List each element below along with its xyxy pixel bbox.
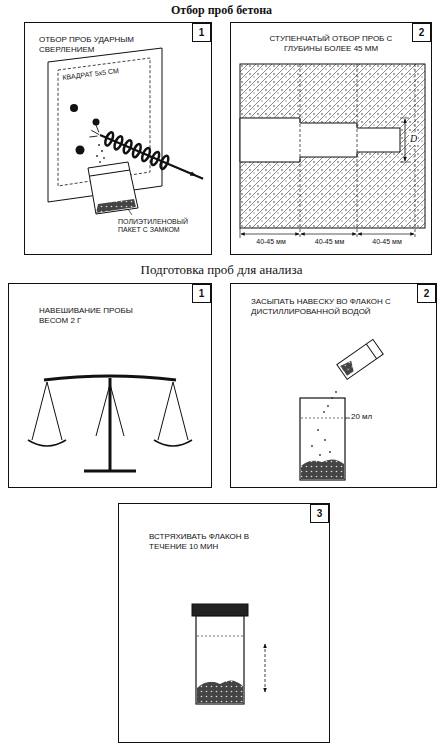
callout-number-box: 1 bbox=[192, 23, 211, 42]
dimension-label: 40-45 мм bbox=[358, 238, 416, 246]
section-title: Отбор проб бетона bbox=[0, 3, 443, 17]
dimension-label: 40-45 мм bbox=[300, 238, 359, 246]
callout-number-box: 2 bbox=[417, 284, 436, 303]
callout-number-box: 3 bbox=[310, 504, 329, 523]
callout-number-box: 1 bbox=[192, 284, 211, 303]
callout-number: 2 bbox=[419, 28, 425, 38]
vial-shake-figure bbox=[192, 604, 265, 704]
dimension-label: D bbox=[409, 133, 418, 145]
step-caption: НАВЕШИВАНИЕ ПРОБЫ ВЕСОМ 2 Г bbox=[39, 306, 149, 326]
step-caption: СТУПЕНЧАТЫЙ ОТБОР ПРОБ С ГЛУБИНЫ БОЛЕЕ 4… bbox=[255, 34, 407, 54]
step-panel: НАВЕШИВАНИЕ ПРОБЫ ВЕСОМ 2 Г 1 bbox=[8, 283, 212, 488]
callout-number: 1 bbox=[199, 28, 205, 38]
vial-pour-figure bbox=[300, 339, 383, 480]
step-panel: ВСТРЯХИВАТЬ ФЛАКОН В ТЕЧЕНИЕ 10 МИН 3 bbox=[118, 503, 330, 743]
step-caption: ВСТРЯХИВАТЬ ФЛАКОН В ТЕЧЕНИЕ 10 МИН bbox=[149, 532, 271, 552]
step-panel: ЗАСЫПАТЬ НАВЕСКУ ВО ФЛАКОН С ДИСТИЛЛИРОВ… bbox=[230, 283, 437, 488]
section-title: Подготовка проб для анализа bbox=[0, 262, 443, 278]
step-caption: ЗАСЫПАТЬ НАВЕСКУ ВО ФЛАКОН С ДИСТИЛЛИРОВ… bbox=[251, 297, 401, 317]
balance-figure bbox=[28, 376, 192, 471]
bag-label: ПОЛИЭТИЛЕНОВЫЙ ПАКЕТ С ЗАМКОМ bbox=[118, 218, 208, 235]
drilling-figure bbox=[48, 48, 206, 215]
callout-number: 1 bbox=[199, 289, 205, 299]
volume-label: 20 мл bbox=[351, 412, 372, 422]
step-panel: СТУПЕНЧАТЫЙ ОТБОР ПРОБ С ГЛУБИНЫ БОЛЕЕ 4… bbox=[230, 22, 432, 255]
step-caption: ОТБОР ПРОБ УДАРНЫМ СВЕРЛЕНИЕМ bbox=[39, 35, 151, 55]
callout-number: 3 bbox=[317, 509, 323, 519]
stepped-hole-figure bbox=[240, 64, 425, 238]
callout-number: 2 bbox=[424, 289, 430, 299]
dimension-label: 40-45 мм bbox=[242, 238, 300, 246]
callout-number-box: 2 bbox=[412, 23, 431, 42]
